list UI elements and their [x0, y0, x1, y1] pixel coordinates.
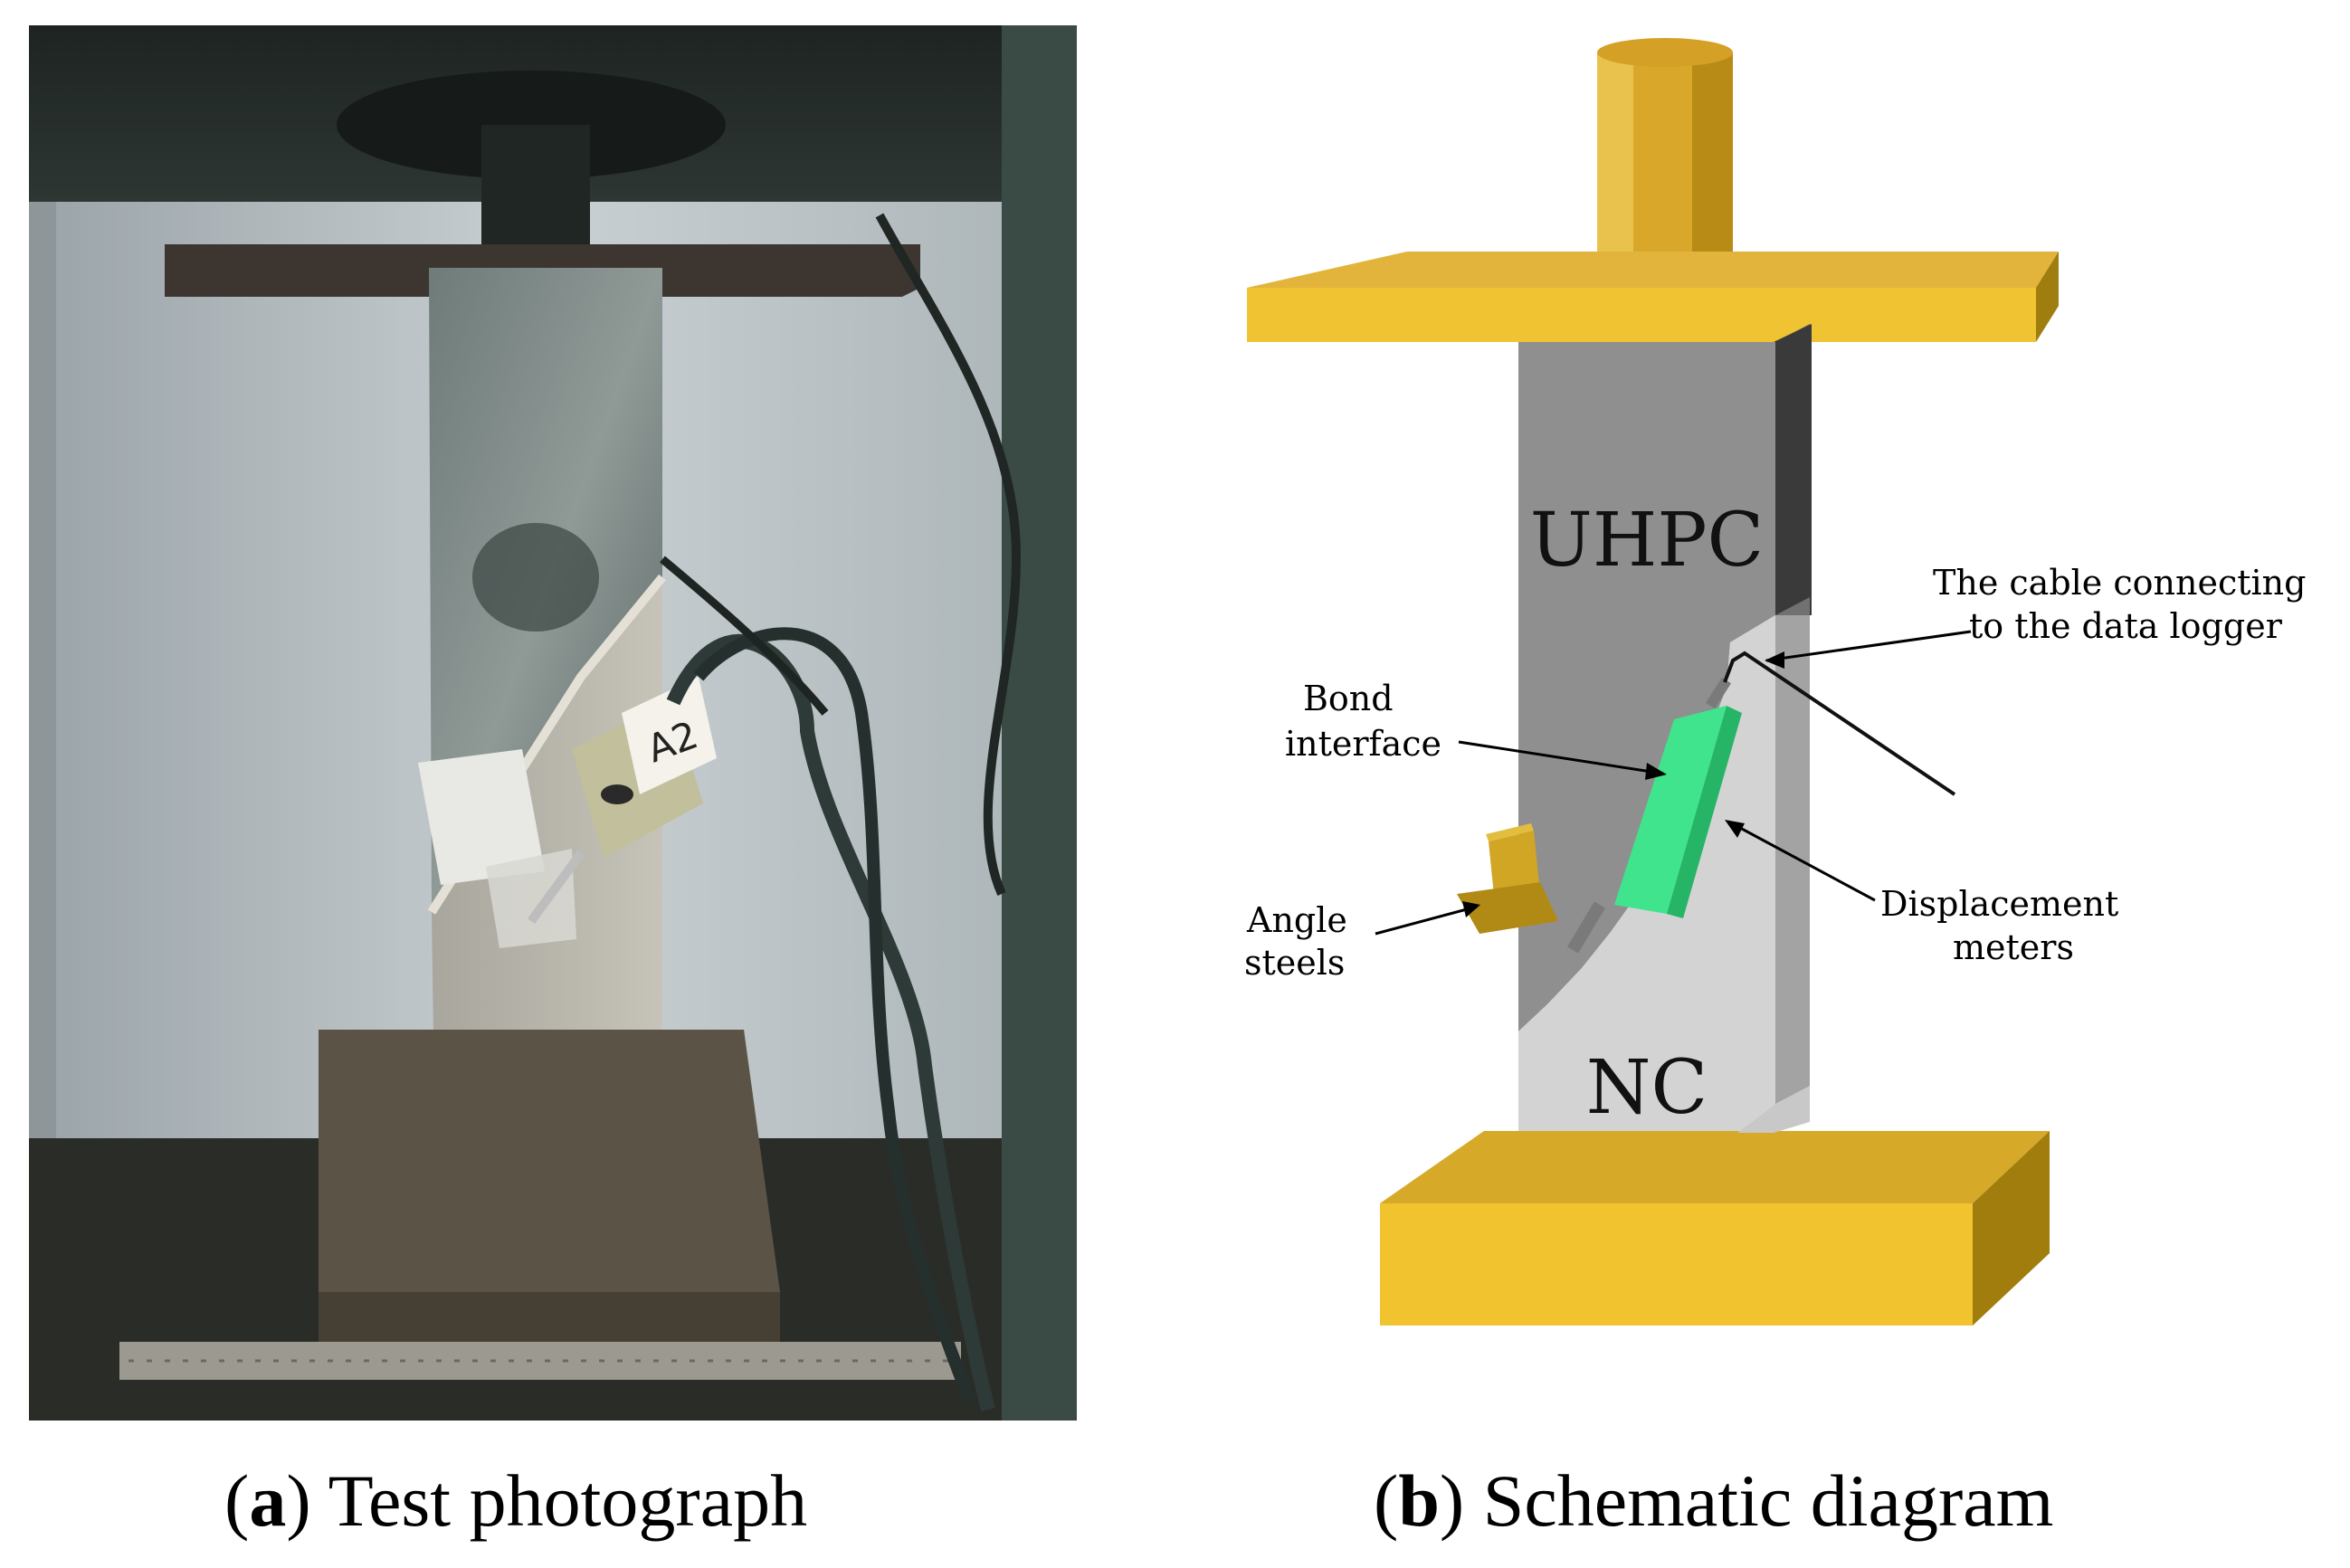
- angle-label-line1: Angle: [1246, 900, 1347, 940]
- left-frame: [29, 202, 56, 1197]
- angle-label-line2: steels: [1244, 943, 1345, 983]
- cable-pointer: [1765, 630, 1972, 662]
- specimen-front-uhpc: [1518, 342, 1775, 1031]
- bottom-platen-front: [1380, 1203, 1973, 1326]
- load-cylinder-shadow: [1692, 52, 1733, 277]
- cable-2: [693, 627, 976, 1403]
- meter-top-rod: [1705, 677, 1732, 709]
- bond-label-line2: interface: [1285, 724, 1441, 764]
- disp-label-line1: Displacement: [1880, 884, 2118, 924]
- meter-rod: [1566, 901, 1606, 954]
- angle-steel-block: [418, 749, 545, 885]
- disp-pointer: [1727, 820, 1876, 902]
- angle-pointer: [1375, 905, 1478, 936]
- uhpc-label: UHPC: [1530, 498, 1765, 584]
- cable-3: [875, 213, 1021, 897]
- caption-b-text: Schematic diagram: [1482, 1459, 2054, 1542]
- specimen-side-top: [1774, 324, 1812, 615]
- test-photograph: A2: [29, 25, 1077, 1421]
- angle-arrowhead: [1462, 901, 1480, 917]
- meter-label-sticker: [622, 677, 717, 794]
- cable: [1723, 651, 1956, 796]
- cable-label-line1: The cable connecting: [1933, 563, 2306, 603]
- specimen-foot: [1518, 1086, 1810, 1133]
- angle-steel-top-edge: [1486, 823, 1534, 841]
- caption-a: (a) Test photograph: [224, 1459, 808, 1542]
- top-platen-top: [1247, 252, 2059, 288]
- photo-scene: A2: [29, 25, 1077, 1421]
- wet-stain: [472, 523, 599, 632]
- ram-shaft: [481, 125, 590, 261]
- load-cylinder-highlight: [1597, 52, 1633, 277]
- load-cylinder-top: [1597, 38, 1733, 67]
- base-block-front: [319, 1292, 780, 1355]
- nc-label: NC: [1586, 1045, 1708, 1131]
- displacement-meter-side: [1667, 706, 1742, 918]
- machine-column: [1002, 25, 1077, 1421]
- caption-b-letter: b: [1398, 1459, 1440, 1542]
- disp-arrowhead: [1725, 820, 1745, 838]
- caption-a-letter: a: [249, 1459, 287, 1542]
- base-block: [319, 1030, 780, 1337]
- cable-label-line2: to the data logger: [1969, 606, 2283, 646]
- angle-steel-base: [486, 849, 576, 948]
- top-platen-front: [1247, 288, 2036, 342]
- bond-arrowhead: [1645, 763, 1667, 780]
- bond-label-line1: Bond: [1303, 679, 1394, 718]
- caption-b: (b) Schematic diagram: [1374, 1459, 2054, 1542]
- disp-label-line2: meters: [1953, 927, 2074, 967]
- cable-4: [660, 556, 829, 716]
- meter-slot: [601, 784, 633, 804]
- schematic-scene: UHPC NC The cable connecting to the data…: [1244, 38, 2306, 1326]
- bottom-platen-side: [1973, 1131, 2050, 1326]
- meter-rod: [527, 851, 585, 924]
- angle-steel-flange: [1457, 882, 1558, 934]
- bottom-platen-top: [1380, 1131, 2050, 1203]
- bond-pointer: [1458, 740, 1664, 775]
- caption-a-text: Test photograph: [328, 1459, 808, 1542]
- schematic-diagram: UHPC NC The cable connecting to the data…: [1231, 36, 2335, 1430]
- displacement-meter: [1614, 706, 1727, 914]
- specimen-side-shade: [1775, 597, 1810, 1104]
- top-platen-side: [2036, 252, 2059, 342]
- cable-arrowhead: [1765, 651, 1784, 669]
